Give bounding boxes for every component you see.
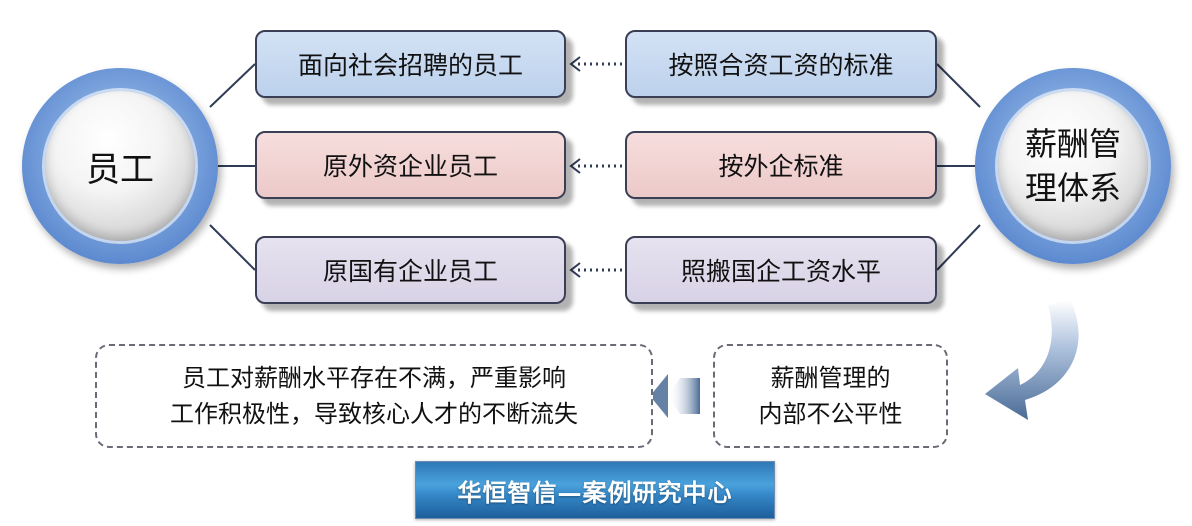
gradient-arrow bbox=[668, 378, 700, 414]
problem-line1: 薪酬管理的 bbox=[770, 364, 891, 392]
compensation-system-line2: 理体系 bbox=[1024, 169, 1121, 207]
problem-box: 薪酬管理的 内部不公平性 bbox=[713, 344, 948, 448]
connector-right-row1 bbox=[936, 63, 981, 108]
employee-circle: 员工 bbox=[22, 68, 218, 264]
dotted-arrow-row3 bbox=[569, 262, 622, 278]
employee-circle-label: 员工 bbox=[45, 91, 195, 241]
footer-label: 华恒智信—案例研究中心 bbox=[457, 477, 733, 507]
problem-line2: 内部不公平性 bbox=[758, 400, 903, 428]
compensation-system-circle: 薪酬管 理体系 bbox=[975, 68, 1171, 264]
connector-left-row3 bbox=[209, 224, 256, 271]
connector-right-row3 bbox=[936, 224, 981, 271]
employee-box-state-enterprise: 原国有企业员工 bbox=[255, 236, 566, 304]
standard-box-foreign: 按外企标准 bbox=[625, 131, 937, 199]
consequence-line2: 工作积极性，导致核心人才的不断流失 bbox=[170, 400, 578, 428]
curved-arrow bbox=[985, 300, 1079, 420]
footer-banner: 华恒智信—案例研究中心 bbox=[415, 461, 775, 519]
compensation-system-circle-label: 薪酬管 理体系 bbox=[998, 91, 1148, 241]
consequence-box: 员工对薪酬水平存在不满，严重影响 工作积极性，导致核心人才的不断流失 bbox=[95, 344, 653, 448]
consequence-line1: 员工对薪酬水平存在不满，严重影响 bbox=[182, 364, 566, 392]
employee-box-social-recruit: 面向社会招聘的员工 bbox=[255, 30, 566, 98]
dotted-arrow-row1 bbox=[569, 56, 622, 72]
dotted-arrow-row2 bbox=[569, 158, 622, 174]
standard-box-state: 照搬国企工资水平 bbox=[625, 236, 937, 304]
connector-left-row1 bbox=[209, 63, 256, 108]
employee-box-foreign-enterprise: 原外资企业员工 bbox=[255, 131, 566, 199]
standard-box-joint-venture: 按照合资工资的标准 bbox=[625, 30, 937, 98]
compensation-system-line1: 薪酬管 bbox=[1024, 125, 1121, 163]
